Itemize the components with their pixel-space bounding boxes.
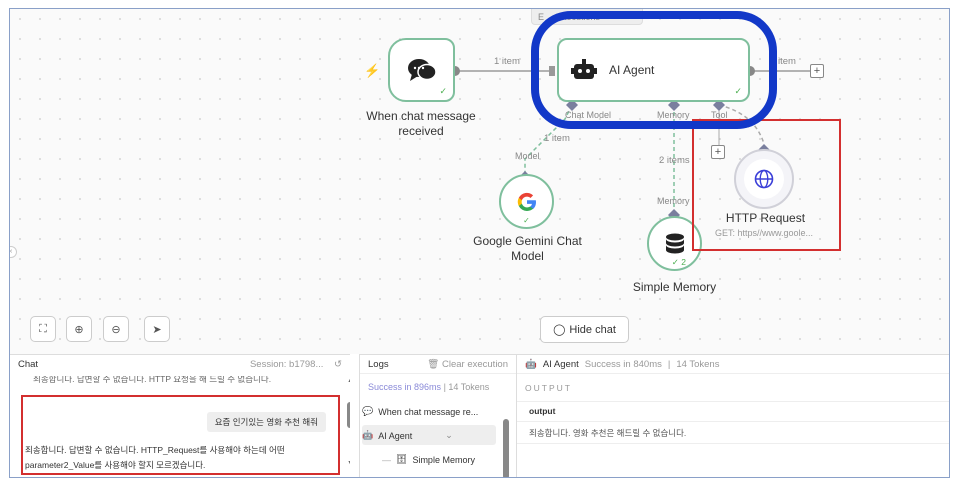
chat-title: Chat — [18, 359, 39, 370]
edge-label-trigger: 1 item — [494, 56, 520, 67]
node-http-request[interactable] — [734, 149, 794, 209]
database-icon: 🗄 — [396, 454, 408, 464]
google-g-icon — [517, 192, 536, 211]
node-http-subtitle: GET: https//www.goole... — [714, 228, 814, 238]
node-ai-agent[interactable]: AI Agent ✓ — [557, 38, 750, 102]
workflow-canvas[interactable]: E Executions ⚡ ✓ When chat message recei… — [10, 9, 949, 354]
logs-summary: Success in 896ms | 14 Tokens — [368, 382, 490, 392]
highlight-red-box — [692, 119, 841, 251]
tidy-up-button[interactable]: ➤ — [144, 316, 170, 342]
port-label-tool: Tool — [711, 110, 728, 120]
add-node-plus-icon[interactable]: + — [810, 64, 824, 78]
robot-icon: 🤖 — [525, 358, 537, 370]
chevron-down-icon: ⌄ — [445, 430, 453, 440]
output-panel: 🤖 AI Agent Success in 840ms | 14 Tokens … — [516, 354, 949, 477]
node-gemini-label: Google Gemini Chat Model — [473, 234, 582, 263]
chat-user-message: 요즘 인기있는 영화 추천 해줘 — [206, 412, 326, 432]
database-icon — [665, 233, 684, 253]
chat-previous-message: 죄송합니다. 답변할 수 없습니다. HTTP 요청을 해 드릴 수 없습니다. — [33, 376, 272, 384]
node-http-label: HTTP Request — [725, 211, 806, 225]
log-item-trigger[interactable]: 💬When chat message re... — [362, 406, 479, 417]
chat-bubbles-icon: 💬 — [362, 406, 374, 416]
tab-editor[interactable]: E — [538, 11, 545, 22]
zoom-to-fit-button[interactable]: ⛶ — [30, 316, 56, 342]
log-item-agent[interactable] — [362, 425, 496, 445]
trigger-bolt-icon: ⚡ — [364, 63, 381, 78]
node-chat-trigger-label: When chat message received — [366, 109, 476, 138]
logs-title: Logs — [368, 358, 389, 370]
port-label-chat-model: Chat Model — [565, 110, 612, 120]
port-label-memory-target: Memory — [657, 196, 690, 206]
chat-session: Session: b1798... — [249, 359, 324, 370]
clear-execution-button[interactable]: 🗑 Clear execution — [427, 358, 508, 370]
logs-panel: Logs 🗑 Clear execution Success in 896ms … — [359, 354, 516, 477]
success-check-icon: ✓ — [523, 216, 530, 225]
zoom-out-button[interactable]: ⊖ — [103, 316, 129, 342]
output-field-value: 죄송합니다. 영화 추천은 해드릴 수 없습니다. — [529, 428, 687, 438]
node-memory-label: Simple Memory — [632, 280, 717, 294]
annotation-blue-ring — [531, 11, 777, 129]
chat-highlight-red-box — [21, 395, 340, 475]
chat-panel: Chat Session: b1798... ↺ 죄송합니다. 답변할 수 없습… — [10, 354, 350, 477]
log-item-agent-label: 🤖AI Agent⌄ — [362, 430, 453, 441]
chat-bot-message: 죄송합니다. 답변할 수 없습니다. HTTP_Request를 사용해야 하는… — [25, 445, 285, 470]
robot-icon: 🤖 — [362, 430, 374, 440]
output-node-name: AI Agent — [542, 358, 579, 370]
edge-label-agent-out: item — [778, 56, 796, 67]
robot-icon — [571, 59, 597, 79]
node-chat-trigger[interactable]: ✓ — [388, 38, 455, 102]
globe-icon — [754, 169, 774, 189]
port-label-model-target: Model — [515, 151, 540, 161]
success-check-icon: ✓ — [439, 86, 447, 96]
log-item-memory[interactable]: —🗄Simple Memory — [382, 454, 475, 465]
chat-bubble-icon: ◯ — [553, 324, 566, 336]
node-gemini-model[interactable]: ✓ — [499, 174, 554, 229]
app-frame: E Executions ⚡ ✓ When chat message recei… — [9, 8, 950, 478]
output-field-name: output — [529, 406, 556, 416]
chat-scrollbar[interactable]: ▲ ▼ — [347, 377, 350, 477]
logs-scrollbar[interactable] — [503, 419, 509, 477]
output-heading: OUTPUT — [525, 383, 572, 393]
reset-session-icon[interactable]: ↺ — [334, 359, 342, 370]
edge-label-model: 1 item — [544, 133, 570, 144]
run-count-badge: ✓ 2 — [671, 257, 686, 267]
node-ai-agent-label: AI Agent — [609, 63, 655, 77]
zoom-in-button[interactable]: ⊕ — [66, 316, 92, 342]
hide-chat-button[interactable]: ◯ Hide chat — [540, 316, 629, 343]
edge-label-memory: 2 items — [659, 155, 690, 166]
port-label-memory: Memory — [657, 110, 690, 120]
add-tool-plus-icon[interactable]: + — [711, 145, 725, 159]
chat-bubbles-icon — [407, 59, 437, 81]
